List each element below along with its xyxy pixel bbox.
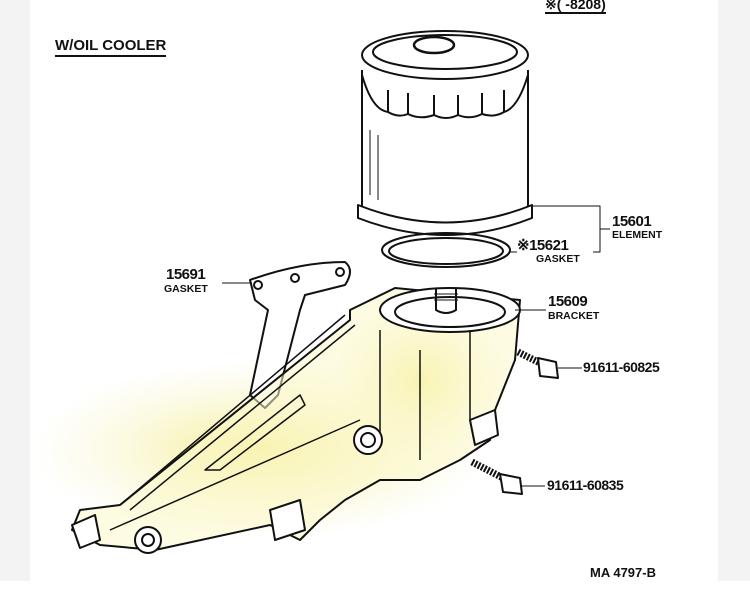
illustration-code: MA 4797-B [590, 565, 656, 580]
leader-lines [222, 205, 610, 311]
oil-filter-element [357, 30, 533, 236]
bolt-91611-60825 [516, 348, 582, 379]
part-number-15621[interactable]: ※15621 [517, 237, 569, 254]
filter-gasket [381, 232, 511, 268]
part-number-15691[interactable]: 15691 [166, 266, 206, 283]
part-name-element: ELEMENT [612, 229, 663, 241]
bottom-strip [0, 581, 750, 597]
oil-filter-bracket [71, 287, 521, 554]
part-number-15609[interactable]: 15609 [548, 293, 588, 310]
diagram-title: W/OIL COOLER [55, 38, 167, 57]
part-number-91611-60835[interactable]: 91611-60835 [547, 477, 624, 493]
part-name-gasket: GASKET [536, 253, 580, 265]
part-number-91611-60825[interactable]: 91611-60825 [583, 359, 660, 375]
part-name-bracket: BRACKET [548, 310, 600, 322]
applicability-note: ※( -8208) [545, 0, 606, 14]
bolt-91611-60835 [470, 458, 545, 495]
part-number-15601[interactable]: 15601 [612, 213, 652, 230]
part-name-bracket-gasket: GASKET [164, 283, 208, 295]
